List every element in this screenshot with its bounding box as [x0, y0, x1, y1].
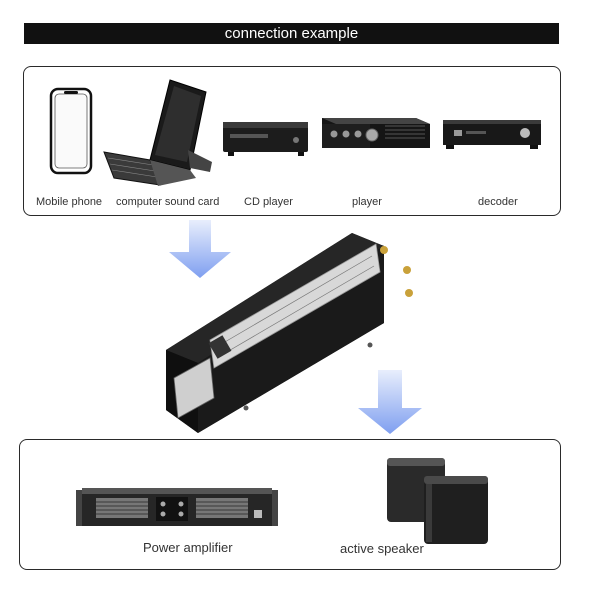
amplifier-player-icon	[322, 118, 430, 148]
arrow-down-icon	[169, 220, 231, 278]
diagram-title-bar: connection example	[24, 23, 559, 44]
power-amplifier-icon	[76, 488, 278, 526]
source-label-mobile-phone: Mobile phone	[36, 196, 103, 208]
arrow-down-icon	[358, 370, 422, 434]
active-speaker-icon	[387, 458, 488, 544]
decoder-icon	[443, 120, 541, 149]
diagram-title: connection example	[224, 25, 359, 42]
mobile-phone-icon	[49, 87, 93, 175]
cd-player-icon	[223, 122, 308, 156]
laptop-icon	[103, 79, 212, 186]
source-label-computer-sound-card: computer sound card	[116, 196, 220, 208]
output-label-power-amplifier: Power amplifier	[143, 540, 233, 555]
volume-controller-device-icon	[166, 233, 413, 433]
source-label-decoder: decoder	[478, 196, 518, 208]
source-label-cd-player: CD player	[244, 196, 293, 208]
source-label-player: player	[352, 196, 382, 208]
output-label-active-speaker: active speaker	[340, 541, 424, 556]
